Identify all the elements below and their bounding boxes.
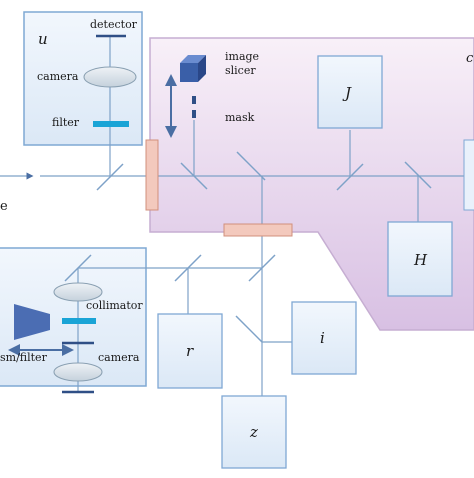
filter-label: filter — [52, 116, 80, 129]
collimator-filter-bar — [62, 318, 96, 324]
J-camera-box — [317, 55, 383, 129]
filter-bar-top — [93, 121, 129, 127]
u-box-label: u — [38, 30, 48, 48]
image-slicer-cube — [180, 55, 206, 82]
image-slicer-label-1: image — [225, 50, 259, 63]
camera-lens-bottom — [53, 362, 103, 382]
J-label: J — [342, 84, 352, 102]
r-camera-box — [157, 313, 223, 389]
collimator-lens — [53, 282, 103, 302]
camera-lens-top — [83, 66, 137, 88]
collimator-label: collimator — [86, 299, 143, 312]
image-slicer-label-2: slicer — [225, 64, 256, 77]
H-camera-box — [387, 221, 453, 297]
z-label: z — [249, 423, 258, 441]
camera-bottom-label: camera — [98, 351, 140, 364]
i-camera-box — [291, 301, 357, 375]
camera-top-label: camera — [37, 70, 79, 83]
exit-window — [463, 139, 474, 211]
dichroic-mirrors — [64, 151, 432, 343]
dichroic-plate — [223, 223, 293, 237]
mask-label: mask — [225, 111, 255, 124]
detector-label: detector — [90, 18, 138, 31]
edge-left-label: e — [0, 199, 8, 214]
prism-shape — [14, 304, 50, 340]
edge-right-label: c — [466, 51, 474, 66]
beam-paths — [40, 36, 464, 400]
entrance-window — [145, 139, 159, 211]
r-label: r — [186, 342, 194, 360]
prism-filter-label: sm/filter — [0, 351, 48, 364]
mask-element — [192, 96, 196, 118]
i-label: i — [320, 329, 325, 347]
z-camera-box — [221, 395, 287, 469]
H-label: H — [413, 251, 428, 269]
